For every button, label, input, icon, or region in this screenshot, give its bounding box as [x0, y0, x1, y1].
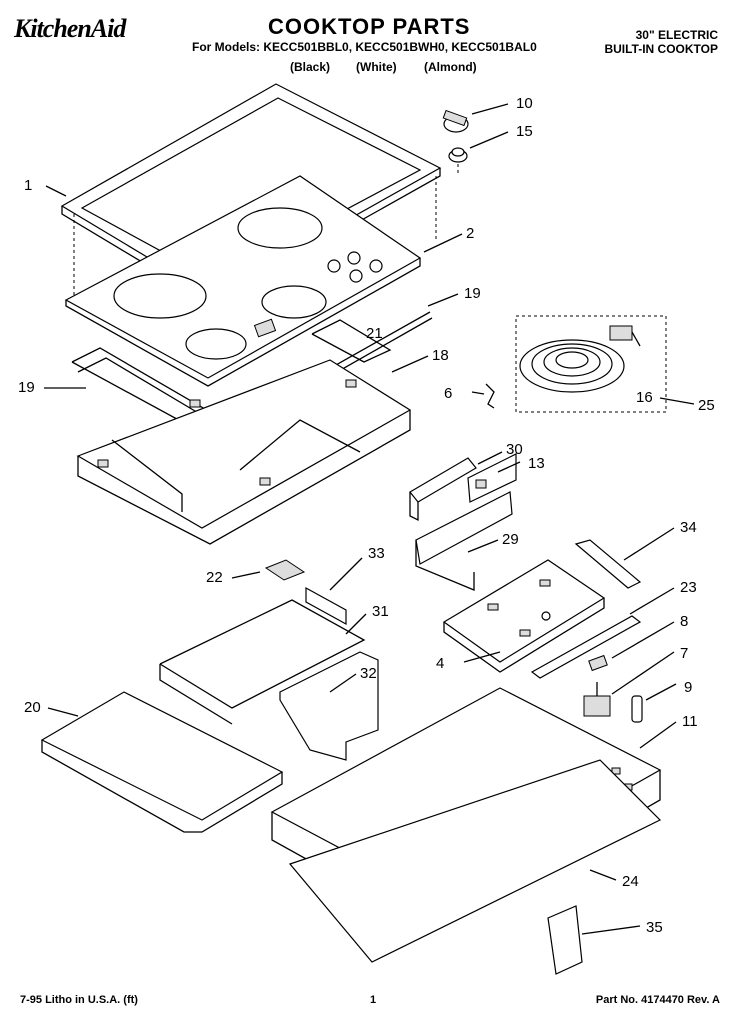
color-almond: (Almond): [424, 60, 477, 74]
part-cooktop-glass: [64, 175, 422, 387]
color-white: (White): [356, 60, 397, 74]
callout-11: 11: [682, 713, 698, 730]
part-clip: [485, 383, 495, 409]
callout-34: 34: [680, 519, 697, 536]
callout-4: 4: [436, 655, 444, 672]
color-black: (Black): [290, 60, 331, 74]
callout-25: 25: [698, 397, 715, 414]
part-bracket-32: [279, 651, 379, 761]
callout-7: 7: [680, 645, 688, 662]
callout-18: 18: [432, 347, 449, 364]
footer-part-number: Part No. 4174470 Rev. A: [595, 994, 720, 1006]
callout-15: 15: [516, 123, 533, 140]
footer-page-number: 1: [370, 994, 377, 1006]
part-switch-bracket: [409, 453, 517, 522]
part-pilot-light: [631, 695, 643, 723]
callout-23: 23: [680, 579, 697, 596]
part-terminal-block: [264, 559, 306, 581]
part-insulation: [288, 759, 662, 963]
callout-29: 29: [502, 531, 519, 548]
callout-33: 33: [368, 545, 385, 562]
callout-9: 9: [684, 679, 692, 696]
brand-logo: KitchenAid: [14, 14, 126, 43]
part-burner-box: [76, 359, 412, 545]
model-list: For Models: KECC501BBL0, KECC501BWH0, KE…: [192, 40, 537, 54]
callout-2: 2: [466, 225, 474, 242]
part-control-panel: [442, 559, 606, 673]
callout-8: 8: [680, 613, 688, 630]
product-type-line2: BUILT-IN COOKTOP: [604, 42, 718, 56]
product-type-line1: 30" ELECTRIC: [635, 28, 718, 42]
part-bar: [530, 615, 642, 679]
callout-16: 16: [636, 389, 653, 406]
callout-30: 30: [506, 441, 523, 458]
callout-19-right: 19: [464, 285, 481, 302]
part-mounting-clip: [547, 905, 583, 975]
callout-35: 35: [646, 919, 663, 936]
callout-32: 32: [360, 665, 377, 682]
callout-22: 22: [206, 569, 223, 586]
footer-print-info: 7-95 Litho in U.S.A. (ft): [20, 994, 138, 1006]
part-bracket-33: [305, 586, 347, 626]
callout-20: 20: [24, 699, 41, 716]
page-title: COOKTOP PARTS: [268, 14, 471, 39]
part-infinite-switch: [583, 682, 611, 717]
callout-6: 6: [444, 385, 452, 402]
part-rail: [574, 539, 642, 589]
part-tray: [40, 691, 284, 833]
callout-24: 24: [622, 873, 639, 890]
leader-lines: [44, 103, 695, 935]
part-frame: [60, 83, 442, 305]
callout-19-left: 19: [18, 379, 35, 396]
part-mounting-bracket: [415, 491, 513, 591]
part-knob-bezel: [448, 147, 468, 163]
callout-10: 10: [516, 95, 533, 112]
part-switch-plate: [588, 654, 608, 672]
callout-21: 21: [366, 325, 383, 342]
part-knob: [442, 109, 469, 133]
callout-13: 13: [528, 455, 545, 472]
part-surface-element: [515, 315, 667, 413]
part-heat-shield: [159, 599, 366, 725]
callout-31: 31: [372, 603, 389, 620]
callout-1: 1: [24, 177, 32, 194]
